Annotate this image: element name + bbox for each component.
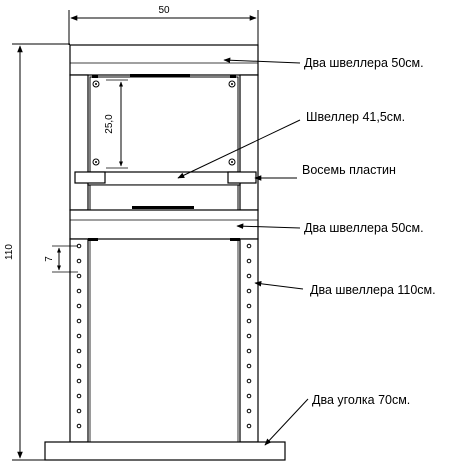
perforation-hole — [76, 393, 82, 399]
width-value: 50 — [158, 5, 170, 16]
perforation-hole — [246, 378, 252, 384]
perforation-hole — [246, 348, 252, 354]
perforation-hole — [76, 363, 82, 369]
base-angle — [44, 441, 286, 461]
hole-pitch-dimension: 7 — [44, 245, 78, 273]
height-dimension: 110 — [4, 43, 70, 461]
perforation-hole — [76, 318, 82, 324]
perforation-hole — [246, 408, 252, 414]
perforation-hole — [76, 258, 82, 264]
lower-inner-panel — [89, 184, 239, 211]
top-bracket — [130, 74, 190, 77]
perforation-hole — [246, 303, 252, 309]
label-vertical-channels: Два швеллера 110см. — [310, 283, 436, 297]
label-inner-channel: Швеллер 41,5см. — [306, 110, 405, 124]
upper-left-post — [69, 74, 89, 211]
middle-channel — [69, 209, 259, 240]
perforation-holes — [76, 243, 252, 429]
perforation-hole — [246, 273, 252, 279]
perforation-hole — [76, 378, 82, 384]
mounting-holes — [92, 80, 236, 166]
perforation-hole — [246, 318, 252, 324]
label-middle-channels: Два швеллера 50см. — [304, 221, 424, 235]
hole-pitch-value: 7 — [44, 256, 55, 262]
perforation-hole — [76, 273, 82, 279]
perforation-hole — [246, 333, 252, 339]
label-base-angles: Два уголка 70см. — [312, 393, 410, 407]
perforation-hole — [246, 258, 252, 264]
width-dimension: 50 — [68, 5, 259, 45]
leader-lines — [177, 57, 309, 446]
perforation-hole — [246, 243, 252, 249]
height-value: 110 — [4, 244, 15, 260]
perforation-hole — [246, 363, 252, 369]
bottom-bracket — [132, 206, 194, 209]
perforation-hole — [76, 333, 82, 339]
perforation-hole — [76, 423, 82, 429]
plate-right — [227, 171, 257, 184]
perforation-hole — [76, 288, 82, 294]
perforation-hole — [76, 408, 82, 414]
inner-channel — [87, 171, 241, 186]
inner-height-dimension: 25,0 — [104, 79, 128, 169]
perforation-hole — [246, 423, 252, 429]
mounting-panel — [89, 76, 239, 174]
plate-left — [74, 171, 106, 184]
perforation-hole — [246, 393, 252, 399]
perforation-hole — [246, 288, 252, 294]
perforation-hole — [76, 303, 82, 309]
label-top-channels: Два швеллера 50см. — [304, 56, 424, 70]
perforation-hole — [76, 348, 82, 354]
label-plates: Восемь пластин — [302, 163, 396, 177]
inner-height-value: 25,0 — [104, 114, 115, 134]
upper-right-post — [239, 74, 259, 211]
